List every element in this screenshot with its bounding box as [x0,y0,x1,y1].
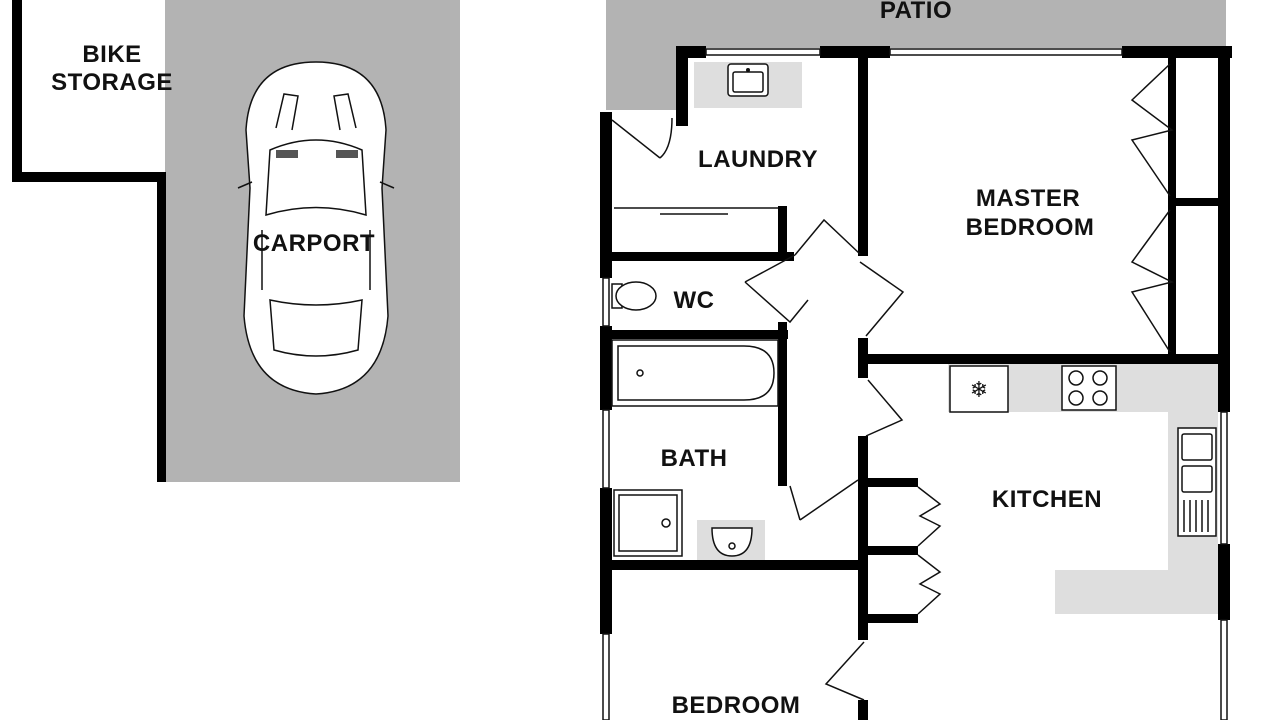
interior-wall [868,354,1218,364]
bike-storage-wall [12,172,165,182]
exterior-wall [820,46,890,58]
window [602,409,610,489]
interior-wall [858,436,868,640]
carport-wall [157,172,166,482]
bathtub-icon [611,339,779,407]
carport-label: CARPORT [253,230,375,257]
interior-wall [612,252,794,261]
svg-text:❄: ❄ [970,378,988,403]
exterior-wall [1218,46,1230,412]
interior-wall [612,330,788,339]
exterior-wall [600,112,612,278]
exterior-wall [600,488,612,634]
double-sink-icon [1177,427,1217,537]
bike-storage-wall [12,0,22,182]
pantry-door [917,554,942,615]
window [602,277,610,327]
laundry-label: LAUNDRY [698,146,818,173]
window [1220,411,1228,545]
exterior-wall [1122,46,1232,58]
interior-wall [866,546,918,555]
kitchen-label: KITCHEN [992,486,1102,513]
interior-wall [866,478,918,487]
door-swing [789,479,859,521]
bike-storage-label: STORAGE [51,69,173,96]
master-bedroom-label: MASTER [976,185,1080,212]
wardrobe-door [1130,63,1174,197]
interior-wall [866,614,918,623]
pantry-door [917,486,942,547]
window [602,633,610,720]
interior-wall [1168,198,1218,206]
cooktop-icon [1061,365,1117,411]
car-top-view-icon [237,61,395,395]
patio-area-side [606,48,676,110]
door-swing [744,254,905,337]
bedroom-label: BEDROOM [672,692,801,719]
door-swing [611,117,673,159]
patio-label: PATIO [880,0,952,24]
interior-wall [858,700,868,720]
bike-storage-label: BIKE [82,41,141,68]
interior-wall [778,322,787,486]
interior-wall [612,560,864,570]
sink-icon [727,63,769,97]
window [1220,619,1228,720]
wc-label: WC [674,287,715,314]
basin-icon [711,527,753,557]
patio-area [606,0,1226,48]
wardrobe-door [1130,209,1175,353]
interior-wall [778,206,787,261]
exterior-wall [676,46,688,126]
window [889,48,1123,56]
exterior-wall [600,326,612,410]
interior-wall [858,338,868,378]
door-swing [744,218,861,324]
master-bedroom-label: BEDROOM [966,214,1095,241]
interior-wall [1168,58,1176,358]
toilet-icon [611,281,657,311]
bath-label: BATH [661,445,728,472]
door-swing [865,379,904,437]
exterior-wall [1218,544,1230,620]
interior-wall [858,58,868,256]
window [705,48,821,56]
snowflake-icon: ❄ [949,365,1009,413]
kitchen-bench-bottom [1055,570,1218,614]
shower-icon [613,489,683,557]
door-swing [824,641,865,701]
